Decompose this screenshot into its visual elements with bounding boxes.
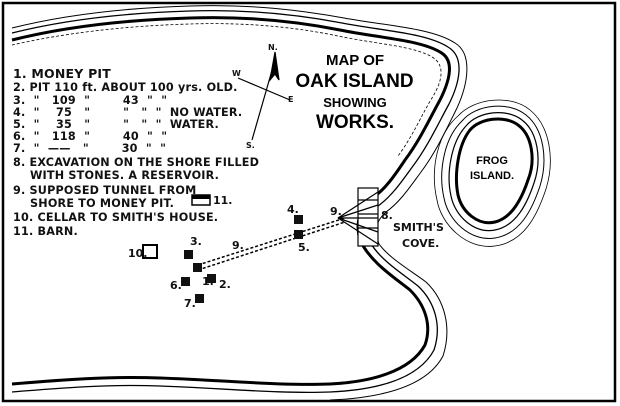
pit-4 xyxy=(294,215,303,224)
marker-10: 10. xyxy=(128,247,148,260)
pit-1 xyxy=(193,263,202,272)
legend-6: 6. " 118 " 40 " " xyxy=(13,130,168,143)
map-title-line1: MAP OF xyxy=(325,52,385,69)
compass-s: S. xyxy=(246,141,255,150)
legend-10: 10. CELLAR TO SMITH'S HOUSE. xyxy=(13,211,219,224)
marker-9b: 9. xyxy=(232,239,244,252)
map-title-line4: WORKS. xyxy=(315,112,395,133)
frog-island-label-2: ISLAND. xyxy=(470,170,514,182)
marker-9a: 9. xyxy=(330,205,342,218)
marker-3: 3. xyxy=(190,235,202,248)
compass-w: W xyxy=(232,69,241,78)
pit-6 xyxy=(181,277,190,286)
marker-11: 11. xyxy=(213,194,233,207)
compass-rose xyxy=(237,51,291,141)
pit-2 xyxy=(207,274,216,283)
legend-9b: SHORE TO MONEY PIT. xyxy=(30,197,175,210)
pit-7 xyxy=(195,294,204,303)
marker-4: 4. xyxy=(287,203,299,216)
compass-n: N. xyxy=(268,43,278,52)
pit-3 xyxy=(184,250,193,259)
legend-3: 3. " 109 " 43 " " xyxy=(13,94,168,107)
frog-island-label-1: FROG xyxy=(476,155,508,167)
marker-6: 6. xyxy=(170,279,182,292)
legend-2: 2. PIT 110 ft. ABOUT 100 yrs. OLD. xyxy=(13,81,238,94)
legend-7: 7. " —— " 30 " " xyxy=(13,142,167,155)
frog-island-shape xyxy=(434,99,551,247)
legend-9a: 9. SUPPOSED TUNNEL FROM xyxy=(13,184,197,197)
reservoir-8 xyxy=(337,187,379,247)
marker-8: 8. xyxy=(381,209,393,222)
pit-5 xyxy=(294,230,303,239)
smiths-cove-label-1: SMITH'S xyxy=(393,221,444,234)
map-title-line2: OAK ISLAND xyxy=(295,71,414,92)
compass-e: E xyxy=(288,95,294,104)
legend-4: 4. " 75 " " " " NO WATER. xyxy=(13,106,243,119)
legend-11: 11. BARN. xyxy=(13,225,78,238)
legend-8a: 8. EXCAVATION ON THE SHORE FILLED xyxy=(13,156,260,169)
marker-1: 1. xyxy=(202,275,214,288)
pits xyxy=(181,215,303,303)
legend-5: 5. " 35 " " " " WATER. xyxy=(13,118,219,131)
tunnel-9 xyxy=(197,217,346,271)
map-title-line3: SHOWING xyxy=(323,95,387,110)
marker-2: 2. xyxy=(219,278,231,291)
barn-11 xyxy=(191,194,211,206)
cellar-10 xyxy=(142,244,158,259)
marker-5: 5. xyxy=(298,241,310,254)
legend-1: 1. MONEY PIT xyxy=(13,66,112,81)
marker-7: 7. xyxy=(184,297,196,310)
legend-8b: WITH STONES. A RESERVOIR. xyxy=(30,169,220,182)
smiths-cove-label-2: COVE. xyxy=(402,237,440,250)
